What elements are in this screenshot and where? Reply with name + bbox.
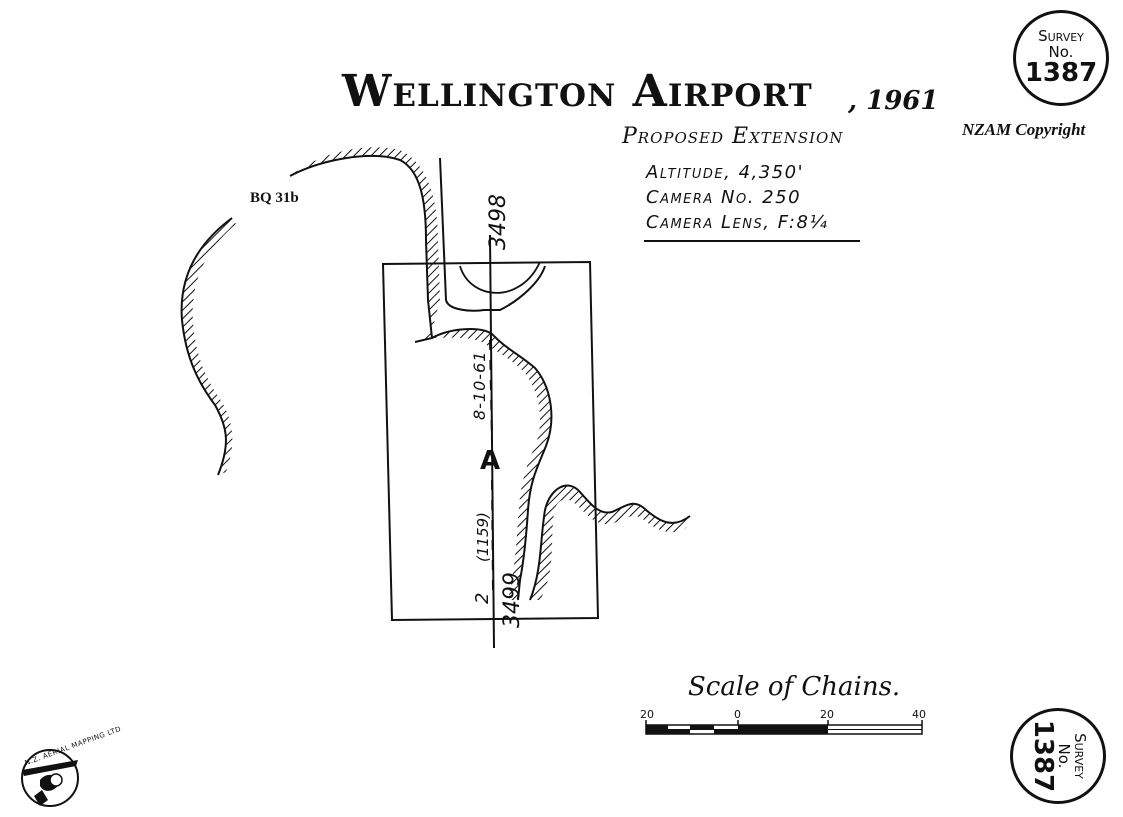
- flight-run-line: [489, 234, 495, 649]
- map-subtitle: Proposed Extension: [622, 124, 844, 149]
- survey-seal-bottom: Survey No. 1387: [1010, 708, 1106, 804]
- map-year: , 1961: [848, 86, 939, 116]
- scale-tick-label: 0: [734, 708, 741, 721]
- lens-label: Camera Lens, F:8¼: [646, 212, 829, 233]
- copyright-notice: NZAM Copyright: [962, 120, 1086, 139]
- scale-tick-label: 20: [640, 708, 654, 721]
- run-number: 2: [472, 592, 493, 604]
- photo-number-top: 3498: [486, 194, 511, 250]
- photo-centre-arc-top: [459, 261, 541, 294]
- scale-bar: [645, 720, 923, 735]
- meta-underline: [644, 240, 860, 242]
- aerial-mapping-logo: [21, 749, 79, 807]
- photo-number-bottom: 3499: [500, 572, 525, 628]
- scale-tick-label: 40: [912, 708, 926, 721]
- map-reference-label: BQ 31b: [250, 190, 299, 206]
- map-title: Wellington Airport: [342, 66, 813, 117]
- coastline-main: [289, 154, 434, 343]
- survey-seal-top: Survey No. 1387: [1013, 10, 1109, 106]
- scale-tick-label: 20: [820, 708, 834, 721]
- area-label: A: [480, 446, 501, 476]
- boundary-road: [439, 157, 546, 312]
- camera-label: Camera No. 250: [646, 187, 802, 208]
- scale-title: Scale of Chains.: [688, 672, 901, 702]
- flight-date: 8-10-61: [470, 350, 489, 420]
- photo-footprint: [381, 260, 600, 622]
- run-code: (1159): [474, 512, 492, 562]
- altitude-label: Altitude, 4,350': [646, 162, 805, 183]
